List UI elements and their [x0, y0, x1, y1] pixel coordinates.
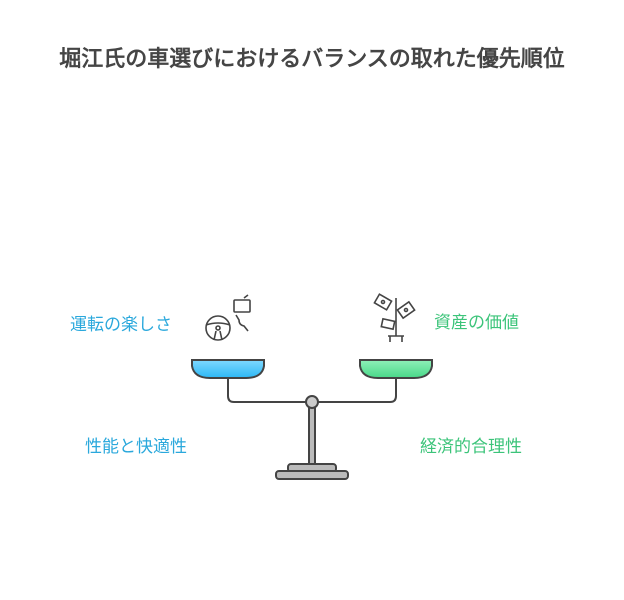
- page-title: 堀江氏の車選びにおけるバランスの取れた優先順位: [59, 47, 565, 72]
- left-pan: [191, 359, 265, 379]
- scale-base-bottom: [275, 470, 349, 480]
- right-pan: [359, 359, 433, 379]
- label-performance-comfort: 性能と快適性: [85, 437, 187, 457]
- steering-wheel-mirror-icon: [205, 294, 251, 341]
- scale-pole: [308, 406, 316, 466]
- scale-pivot: [305, 395, 319, 409]
- money-plant-icon: [373, 293, 416, 342]
- label-driving-fun: 運転の楽しさ: [70, 315, 172, 335]
- label-economic-rationality: 経済的合理性: [420, 437, 522, 457]
- label-asset-value: 資産の価値: [434, 313, 519, 333]
